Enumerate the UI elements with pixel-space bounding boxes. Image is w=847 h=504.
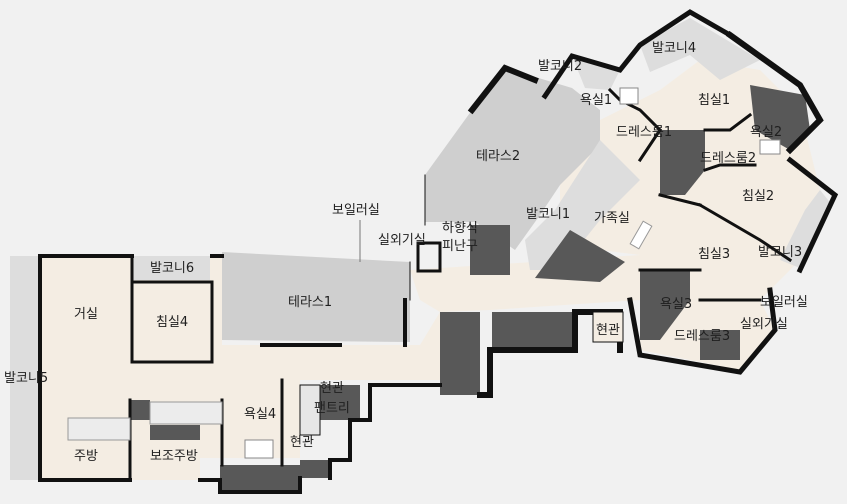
room-label-balcony5: 발코니5	[4, 371, 48, 386]
room-label-balcony4: 발코니4	[652, 41, 696, 56]
shaft-block	[150, 425, 200, 440]
room-label-kitchen: 주방	[74, 449, 98, 464]
shaft-block	[220, 465, 300, 492]
room-label-boiler-room-right: 보일러실	[760, 295, 808, 310]
room-label-entrance-main: 현관	[290, 435, 314, 450]
room-label-bath1: 욕실1	[580, 93, 612, 108]
wall	[697, 202, 793, 263]
balcony5-area	[10, 256, 40, 480]
room-label-bedroom2: 침실2	[742, 189, 774, 204]
wall	[198, 476, 302, 494]
shaft-block	[492, 312, 575, 350]
balcony2-area	[572, 56, 620, 90]
room-label-dressroom1: 드레스룸1	[616, 125, 672, 140]
shaft-block	[700, 330, 740, 360]
wall	[130, 254, 214, 364]
room-label-living-room: 거실	[74, 307, 98, 322]
bath-fixture	[244, 439, 274, 459]
shaft-block	[750, 85, 810, 150]
bath-fixture	[759, 139, 781, 155]
room-label-entrance-pantry-2: 팬트리	[314, 401, 350, 416]
room-label-bedroom1: 침실1	[698, 93, 730, 108]
room-label-dressroom3: 드레스룸3	[674, 329, 730, 344]
wall	[467, 64, 539, 115]
room-label-bath2: 욕실2	[750, 125, 782, 140]
room-label-terrace2: 테라스2	[476, 149, 520, 164]
kitchen-counter	[149, 401, 223, 425]
room-label-balcony3: 발코니3	[758, 245, 802, 260]
room-label-balcony1: 발코니1	[526, 207, 570, 222]
room-label-terrace1: 테라스1	[288, 295, 332, 310]
room-label-family-room: 가족실	[594, 211, 630, 226]
wall	[725, 30, 824, 155]
room-labels: 발코니4 발코니2 욕실1 침실1 욕실2 드레스룸1 드레스룸2 테라스2 침…	[4, 41, 808, 464]
wall	[637, 127, 663, 163]
room-label-refuge: 피난구	[442, 239, 478, 254]
room-label-dressroom2: 드레스룸2	[700, 151, 756, 166]
room-label-utility-kitchen: 보조주방	[150, 449, 198, 464]
shaft-block	[660, 130, 705, 195]
balcony1-area	[525, 140, 640, 270]
wall	[786, 156, 839, 274]
family-room-counter	[629, 220, 653, 250]
walls	[38, 9, 839, 494]
room-label-outdoor-unit-top: 실외기실	[378, 233, 426, 248]
balcony6-area	[132, 256, 210, 280]
room-label-entrance-pantry-1: 현관	[320, 381, 344, 396]
room-label-ventilation: 하향식	[442, 221, 478, 236]
terrace1-area	[222, 252, 410, 342]
balcony3-area	[780, 190, 832, 268]
room-label-bedroom3: 침실3	[698, 247, 730, 262]
pantry-box	[299, 384, 321, 436]
room-label-entrance-right: 현관	[596, 323, 620, 338]
wall	[703, 112, 753, 132]
bath-fixture	[619, 87, 639, 105]
room-label-outdoor-unit-right: 실외기실	[740, 317, 788, 332]
shaft-block	[440, 312, 480, 395]
shaft-block	[535, 230, 625, 282]
shaft-hatch	[416, 241, 442, 273]
terrace2-area	[425, 68, 600, 250]
balcony4-area	[640, 18, 760, 80]
service-blocks	[130, 85, 810, 492]
shaft-block	[640, 270, 690, 340]
entrance-door	[592, 311, 624, 343]
wall	[328, 383, 442, 480]
wall	[607, 87, 663, 133]
wall	[541, 9, 734, 100]
room-label-bath3: 욕실3	[660, 297, 692, 312]
room-label-balcony6: 발코니6	[150, 261, 194, 276]
wall	[658, 193, 702, 207]
wall	[627, 287, 778, 375]
room-label-bedroom4: 침실4	[156, 315, 188, 330]
shaft-block	[470, 225, 510, 275]
kitchen-counter	[67, 417, 131, 441]
wall	[703, 163, 757, 172]
shaft-block	[130, 400, 150, 420]
outdoor-areas	[10, 18, 832, 480]
room-label-balcony2: 발코니2	[538, 59, 582, 74]
wall	[38, 254, 132, 482]
shaft-block	[320, 385, 360, 420]
shaft-block	[300, 460, 330, 478]
room-label-bath4: 욕실4	[244, 407, 276, 422]
room-label-boiler-room-top: 보일러실	[332, 203, 380, 218]
